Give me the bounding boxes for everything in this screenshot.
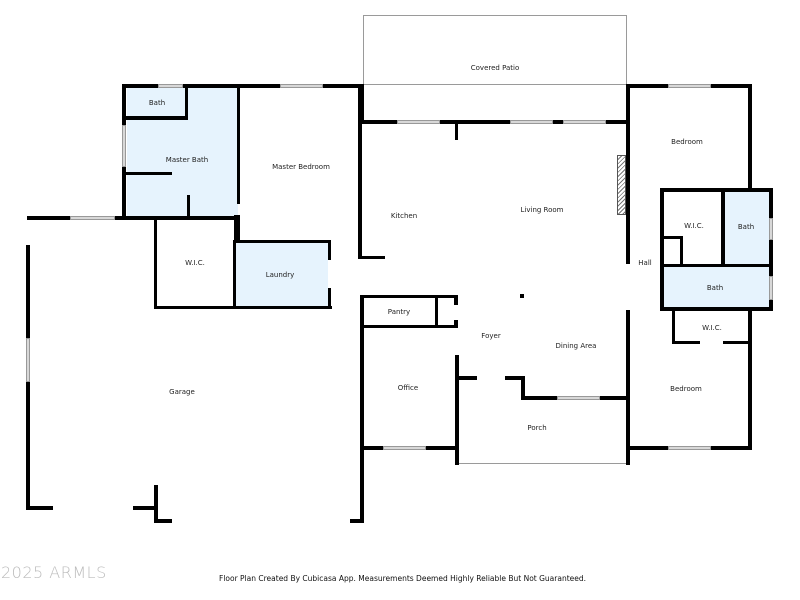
wall	[154, 485, 158, 523]
laundry-fill	[235, 243, 328, 306]
wall	[154, 306, 332, 309]
room-label-bedroom: Bedroom	[670, 385, 702, 393]
wall	[360, 295, 457, 298]
wall	[748, 307, 752, 450]
wall	[27, 216, 240, 220]
room-label-kitchen: Kitchen	[390, 212, 418, 220]
wall	[721, 188, 725, 266]
bath-right-2-fill	[662, 266, 769, 308]
wall	[360, 84, 364, 124]
wall	[455, 120, 458, 140]
wall	[154, 216, 157, 308]
wall	[660, 188, 773, 192]
window	[510, 120, 553, 124]
room-label-laundry: Laundry	[265, 271, 295, 279]
wall	[26, 506, 53, 510]
covered-patio-outline	[363, 15, 627, 85]
wall	[748, 84, 752, 192]
room-label-bath: Bath	[737, 223, 755, 231]
room-label-bedroom: Bedroom	[671, 138, 703, 146]
wall	[154, 519, 172, 523]
wall	[233, 240, 236, 308]
window	[26, 338, 30, 382]
wall	[122, 84, 362, 88]
wall	[360, 325, 457, 328]
window	[563, 120, 606, 124]
wall	[435, 295, 438, 328]
window	[668, 84, 711, 88]
window	[397, 120, 440, 124]
room-label-master-bath: Master Bath	[165, 156, 209, 164]
wall	[126, 172, 172, 175]
room-label-living-room: Living Room	[520, 206, 564, 214]
room-label-bath: Bath	[706, 284, 724, 292]
wall	[505, 376, 525, 380]
wall	[723, 341, 751, 344]
wall	[133, 506, 158, 510]
window	[383, 446, 426, 450]
room-label-porch: Porch	[527, 424, 547, 432]
wall	[455, 355, 459, 465]
wall	[233, 240, 330, 243]
wall	[328, 288, 331, 308]
wall	[660, 264, 773, 267]
room-label-bath: Bath	[148, 99, 166, 107]
wall	[237, 84, 240, 204]
window	[70, 216, 115, 220]
room-label-master-bedroom: Master Bedroom	[272, 163, 330, 171]
wall	[358, 84, 362, 259]
room-label-covered-patio: Covered Patio	[470, 64, 520, 72]
window	[769, 218, 773, 240]
wall	[660, 188, 664, 310]
wall	[358, 256, 385, 259]
wall	[660, 307, 773, 311]
wall	[454, 320, 458, 328]
window	[122, 125, 126, 167]
wall	[520, 294, 524, 298]
wall	[187, 195, 190, 217]
disclaimer-text: Floor Plan Created By Cubicasa App. Meas…	[219, 574, 587, 583]
watermark: 2025 ARMLS	[1, 563, 107, 582]
wall	[360, 120, 630, 124]
room-label-wic: W.I.C.	[185, 259, 205, 267]
room-label-office: Office	[397, 384, 419, 392]
wall	[234, 215, 240, 243]
wall	[626, 84, 630, 264]
wall	[521, 376, 525, 400]
fireplace	[617, 155, 626, 215]
wall	[360, 296, 364, 523]
room-label-dining-area: Dining Area	[555, 342, 597, 350]
window	[158, 84, 183, 88]
room-label-wic: W.I.C.	[684, 222, 704, 230]
window	[769, 276, 773, 300]
window	[557, 396, 600, 400]
wall	[680, 236, 683, 266]
window	[668, 446, 711, 450]
wall	[185, 88, 188, 118]
wall	[454, 295, 458, 305]
wall	[660, 236, 682, 239]
wall	[672, 341, 700, 344]
wall	[328, 240, 331, 260]
wall	[672, 307, 675, 343]
master-bath-fill	[127, 88, 238, 216]
room-label-hall: Hall	[638, 259, 652, 267]
wall	[769, 188, 773, 310]
room-label-pantry: Pantry	[387, 308, 411, 316]
wall	[455, 376, 477, 380]
room-label-foyer: Foyer	[481, 332, 501, 340]
wall	[626, 310, 630, 465]
window	[280, 84, 323, 88]
bath-right-1-fill	[724, 191, 769, 264]
room-label-wic: W.I.C.	[702, 324, 722, 332]
room-label-garage: Garage	[169, 388, 195, 396]
wall	[126, 116, 188, 120]
wall	[350, 519, 363, 523]
